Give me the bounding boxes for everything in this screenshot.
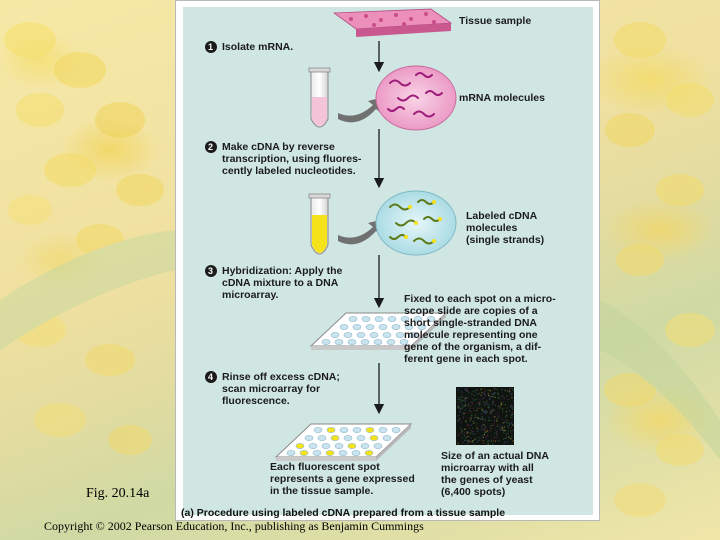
- fixed-label-4: molecule representing one: [404, 329, 538, 341]
- step-4-line-2: scan microarray for: [222, 383, 321, 395]
- transfer-arrow-1: [338, 97, 384, 123]
- fixed-label-1: Fixed to each spot on a micro-: [404, 293, 556, 305]
- yeast-microarray-photo: [456, 387, 515, 446]
- step-2-line-1: Make cDNA by reverse: [222, 141, 335, 153]
- mrna-molecules-label: mRNA molecules: [459, 92, 545, 104]
- procedure-diagram: [205, 8, 515, 461]
- microarray-slide-fluorescent: [274, 423, 413, 461]
- copyright-notice: Copyright © 2002 Pearson Education, Inc.…: [44, 519, 424, 533]
- step-1-number: 1: [208, 42, 214, 52]
- step-2-number: 2: [208, 142, 214, 152]
- step-4-number: 4: [208, 372, 214, 382]
- fixed-label-6: ferent gene in each spot.: [404, 353, 528, 365]
- labeled-cdna-label-2: molecules: [466, 222, 518, 234]
- step-3-line-1: Hybridization: Apply the: [222, 265, 343, 277]
- step-badges: [205, 41, 217, 383]
- tissue-sample-label: Tissue sample: [459, 15, 532, 27]
- labeled-cdna-label-1: Labeled cDNA: [466, 210, 538, 222]
- fixed-label-3: short single-stranded DNA: [404, 317, 538, 329]
- step-3-line-3: microarray.: [222, 289, 279, 301]
- size-label-4: (6,400 spots): [441, 486, 506, 498]
- fixed-label-2: scope slide are copies of a: [404, 305, 538, 317]
- size-label-3: the genes of yeast: [441, 474, 533, 486]
- step-4-line-3: fluorescence.: [222, 395, 290, 407]
- step-4-line-1: Rinse off excess cDNA;: [222, 371, 340, 383]
- figure-label: Fig. 20.14a: [86, 486, 150, 501]
- each-spot-label-3: in the tissue sample.: [270, 485, 374, 497]
- step-2-line-2: transcription, using fluores-: [222, 153, 362, 165]
- labeled-cdna-icon: [375, 190, 457, 256]
- microarray-slide-blank: [309, 312, 448, 350]
- test-tube-cdna-icon: [308, 193, 331, 255]
- tissue-sample-icon: [332, 8, 453, 37]
- step-1-text: Isolate mRNA.: [222, 41, 294, 53]
- size-label-2: microarray with all: [441, 462, 534, 474]
- mrna-molecules-icon: [375, 65, 457, 131]
- step-2-line-3: cently labeled nucleotides.: [222, 165, 356, 177]
- size-label-1: Size of an actual DNA: [441, 450, 549, 462]
- transfer-arrow-2: [338, 219, 384, 245]
- fixed-label-5: gene of the organism, a dif-: [404, 341, 542, 353]
- figure-panel: 1 2 3 4 Isolate mRNA. Make cDNA by rever…: [175, 0, 600, 521]
- figure-caption: (a) Procedure using labeled cDNA prepare…: [181, 507, 506, 519]
- each-spot-label-1: Each fluorescent spot: [270, 461, 380, 473]
- step-3-number: 3: [208, 266, 214, 276]
- each-spot-label-2: represents a gene expressed: [270, 473, 415, 485]
- labeled-cdna-label-3: (single strands): [466, 234, 545, 246]
- test-tube-mrna-icon: [308, 67, 331, 128]
- step-3-line-2: cDNA mixture to a DNA: [222, 277, 339, 289]
